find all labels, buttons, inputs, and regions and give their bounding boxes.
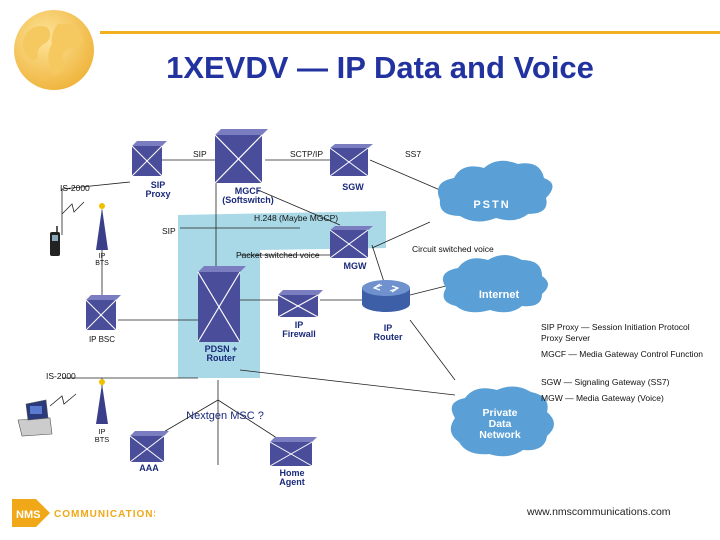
label-ip-bts-top: IP BTS <box>95 253 109 268</box>
nms-logo-graphic: NMS COMMUNICATIONS <box>12 499 160 527</box>
title-accent-bar <box>100 31 720 34</box>
link-label-h248: H.248 (Maybe MGCP) <box>254 213 339 223</box>
link-label-ss7: SS7 <box>405 149 422 159</box>
laptop-icon <box>17 399 53 437</box>
link-label-sip-mid: SIP <box>162 226 176 236</box>
mobile-phone-icon <box>50 226 60 256</box>
bts-tower-top-icon <box>96 203 108 250</box>
label-sgw: SGW <box>342 182 364 192</box>
node-boxes <box>85 129 373 467</box>
pdsn-router-box <box>197 266 246 343</box>
home-agent-box <box>269 437 317 467</box>
bts-tower-bottom-icon <box>96 379 108 424</box>
mgcf-box <box>214 129 268 184</box>
label-sip-proxy: SIP Proxy <box>145 180 171 200</box>
link-label-is2000: IS-2000 <box>60 183 90 193</box>
label-nextgen-msc: Nextgen MSC ? <box>186 410 264 422</box>
svg-text:NMS: NMS <box>16 509 40 521</box>
slide-title: 1XEVDV — IP Data and Voice <box>166 50 594 85</box>
sgw-box <box>329 144 373 177</box>
link-label-circuit-voice: Circuit switched voice <box>412 244 494 254</box>
legend-item: SIP Proxy — Session Initiation Protocol … <box>541 322 690 343</box>
sip-proxy-box <box>131 141 167 177</box>
private-data-network-cloud <box>450 386 554 457</box>
label-ip-bts-bottom: IP BTS <box>94 427 110 444</box>
pstn-cloud <box>437 160 553 222</box>
label-internet: Internet <box>478 289 520 301</box>
label-private-data-network: Private Data Network <box>479 407 521 442</box>
mgw-box <box>329 226 373 259</box>
legend-item: MGW — Media Gateway (Voice) <box>541 393 664 403</box>
label-ip-bsc: IP BSC <box>88 335 116 344</box>
label-home-agent: Home Agent <box>279 468 305 488</box>
label-pstn: PSTN <box>473 199 511 211</box>
label-mgw: MGW <box>343 261 367 271</box>
label-ip-router: IP Router <box>373 323 403 343</box>
radio-link-icon <box>49 393 77 407</box>
svg-text:COMMUNICATIONS: COMMUNICATIONS <box>54 509 155 520</box>
globe-icon <box>14 10 94 90</box>
ip-firewall-box <box>277 290 323 318</box>
label-mgcf: MGCF (Softswitch) <box>222 186 274 206</box>
ip-router-icon <box>362 280 410 312</box>
legend-item: MGCF — Media Gateway Control Function <box>541 349 704 359</box>
aaa-box <box>129 431 169 463</box>
internet-cloud <box>442 255 548 313</box>
label-aaa: AAA <box>139 463 159 473</box>
label-ip-firewall: IP Firewall <box>282 320 316 340</box>
ip-bsc-box <box>85 295 121 331</box>
radio-link-icon <box>61 201 85 215</box>
link-label-sctp-ip: SCTP/IP <box>290 149 324 159</box>
footer-url: www.nmscommunications.com <box>527 506 671 518</box>
nms-logo: NMS COMMUNICATIONS <box>10 497 160 529</box>
link-label-is2000-bottom: IS-2000 <box>46 371 76 381</box>
label-pdsn-router: PDSN + Router <box>204 344 238 364</box>
link-label-packet-voice: Packet switched voice <box>236 250 320 260</box>
legend-item: SGW — Signaling Gateway (SS7) <box>541 377 670 387</box>
link-label-sip: SIP <box>193 149 207 159</box>
